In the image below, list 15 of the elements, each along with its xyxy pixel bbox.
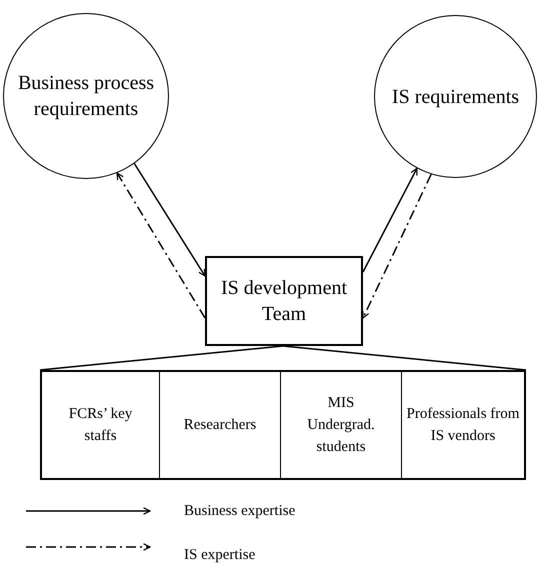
node-label: IS requirements <box>392 84 520 110</box>
legend-label: IS expertise <box>184 546 256 565</box>
arrow <box>116 172 206 318</box>
arrow <box>362 168 418 272</box>
arrow <box>134 163 206 277</box>
node-label: Researchers <box>184 416 256 435</box>
node-label: FCRs’ key staffs <box>68 405 134 446</box>
arrow <box>362 174 432 319</box>
node-label: Business process requirements <box>16 71 156 122</box>
node-label: Professionals from IS vendors <box>406 405 520 446</box>
node-label: MIS Undergrad. students <box>306 394 376 457</box>
node-label: IS development Team <box>220 276 348 327</box>
group-box <box>40 370 526 480</box>
team-box <box>205 256 363 346</box>
legend-label: Business expertise <box>184 502 296 521</box>
